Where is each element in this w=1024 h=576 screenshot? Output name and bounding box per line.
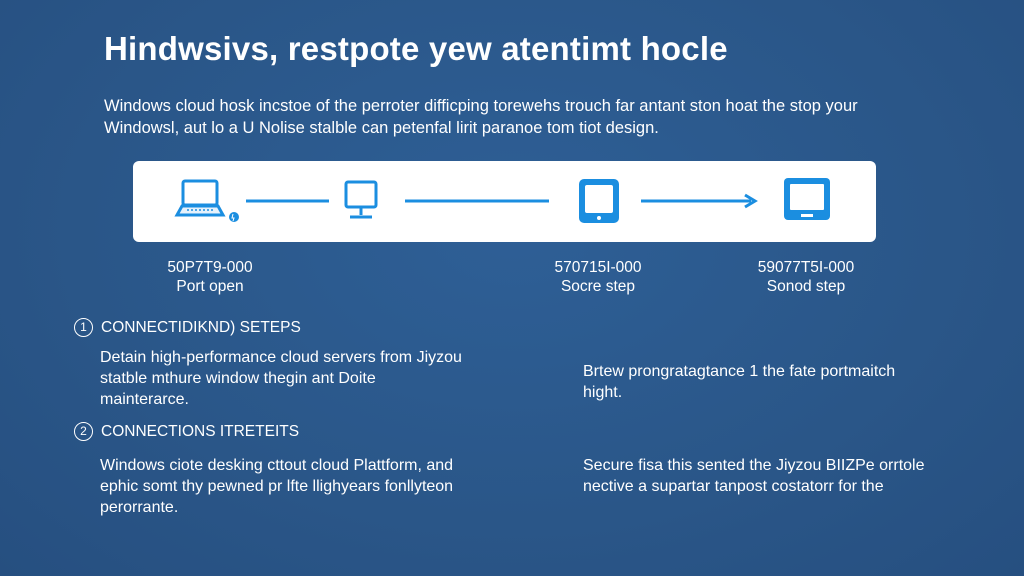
section-2-heading: 2 CONNECTIONS ITRETEITS (74, 422, 299, 441)
text-line: Windows ciote desking cttout cloud Platt… (100, 457, 454, 474)
intro-line-1: Windows cloud hosk incstoe of the perrot… (104, 97, 858, 115)
step-name: Port open (176, 278, 244, 295)
text-line: Detain high-performance cloud servers fr… (100, 349, 462, 366)
step-code: 570715I-000 (554, 259, 642, 276)
step-code: 59077T5I-000 (757, 259, 855, 276)
text-line: hight. (583, 384, 623, 401)
diagram-graphic (174, 178, 830, 223)
desktop-monitor-icon (344, 180, 378, 219)
text-line: Secure fisa this sented the Jiyzou BIIZP… (583, 457, 925, 474)
text-line: ephic somt thy pewned pr lfte llighyears… (100, 478, 454, 495)
step-code: 50P7T9-000 (167, 259, 253, 276)
section-1-left-text: Detain high-performance cloud servers fr… (100, 347, 462, 410)
step-name: Socre step (560, 278, 636, 295)
tablet-icon (579, 179, 619, 223)
connection-diagram (133, 161, 876, 242)
intro-text: Windows cloud hosk incstoe of the perrot… (104, 95, 944, 139)
section-1-heading: 1 CONNECTIDIKND) SETEPS (74, 318, 301, 337)
section-number-badge: 2 (74, 422, 93, 441)
status-dot-icon (229, 212, 239, 222)
text-line: mainterarce. (100, 391, 189, 408)
text-line: Brtew prongratagtance 1 the fate portmai… (583, 363, 896, 380)
section-2-left-text: Windows ciote desking cttout cloud Platt… (100, 455, 453, 518)
section-number-badge: 1 (74, 318, 93, 337)
step-socre: 570715I-000 Socre step (528, 258, 668, 296)
step-name: Sonod step (766, 278, 846, 295)
section-heading-text: CONNECTIDIKND) SETEPS (101, 318, 301, 336)
intro-line-2: Windowsl, aut lo a U Nolise stalble can … (104, 119, 659, 137)
text-line: nective a supartar tanpost costatorr for… (583, 478, 884, 495)
section-heading-text: CONNECTIONS ITRETEITS (101, 422, 300, 440)
step-sonod: 59077T5I-000 Sonod step (736, 258, 876, 296)
laptop-icon (174, 179, 226, 217)
slide-title: Hindwsivs, restpote yew atentimt hocle (104, 30, 728, 67)
step-port-open: 50P7T9-000 Port open (140, 258, 280, 296)
monitor-icon (784, 178, 830, 220)
section-2-right-text: Secure fisa this sented the Jiyzou BIIZP… (583, 455, 925, 497)
section-1-right-text: Brtew prongratagtance 1 the fate portmai… (583, 361, 895, 403)
text-line: statble mthure window thegin ant Doite (100, 370, 376, 387)
text-line: perorrante. (100, 499, 179, 516)
